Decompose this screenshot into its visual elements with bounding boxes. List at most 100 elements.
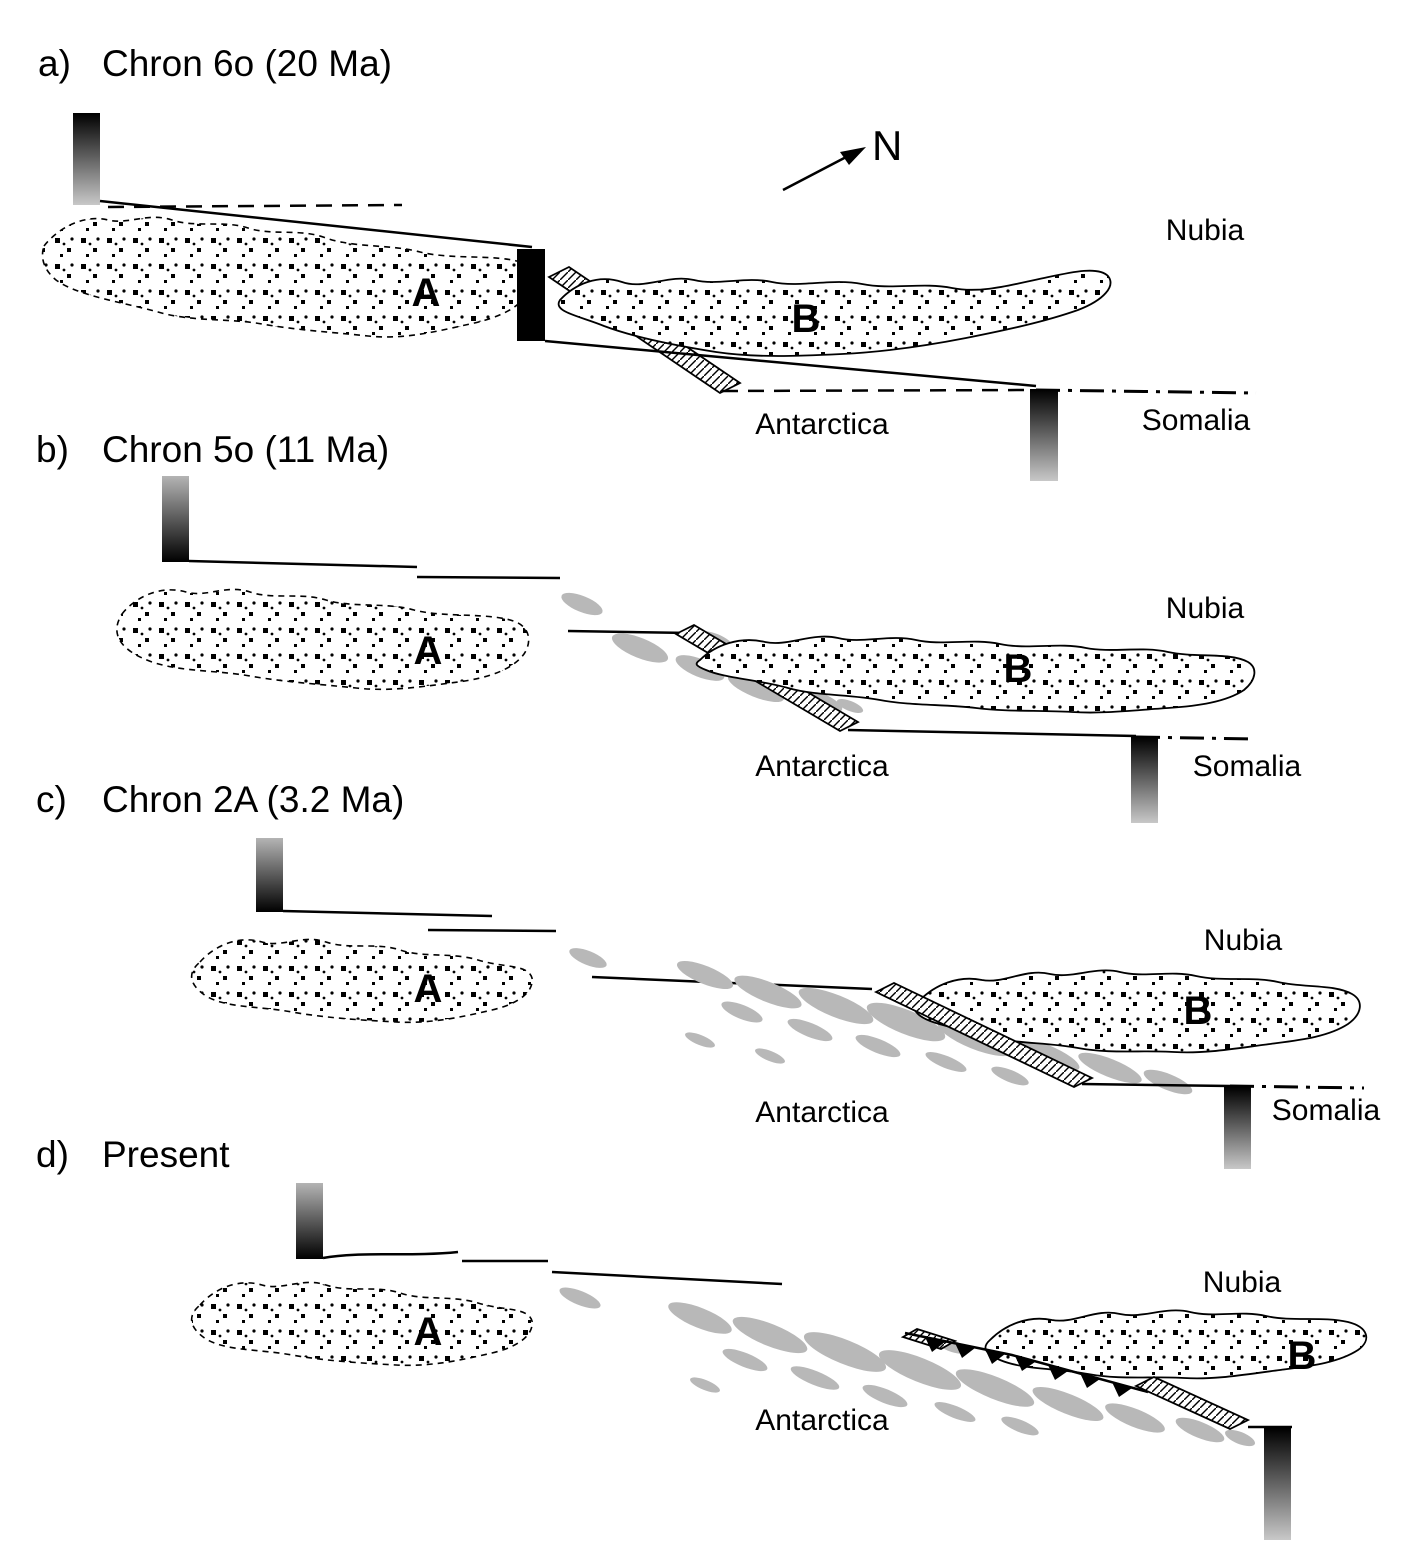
gray-blob — [803, 1332, 887, 1372]
plate-boundary-line — [427, 928, 557, 933]
north-arrow-shaft — [782, 153, 851, 192]
gray-blob — [569, 948, 607, 968]
plate-boundary-line — [322, 1250, 459, 1260]
panel-a: a) Chron 6o (20 Ma) N A B Nubia Antarcti… — [38, 43, 1257, 481]
gray-blob — [1224, 1429, 1256, 1447]
plate-boundary-line — [1081, 1082, 1231, 1088]
gray-blob — [862, 1384, 908, 1408]
gray-blob — [734, 975, 802, 1009]
gray-blob — [991, 1066, 1029, 1086]
plate-boundary-line — [551, 1270, 783, 1286]
gray-blob — [1105, 1403, 1165, 1433]
gray-blob — [721, 1001, 763, 1023]
plate-label-somalia: Somalia — [1193, 750, 1302, 783]
ridge-axis-bar — [1264, 1428, 1291, 1540]
gray-blob — [611, 633, 669, 663]
region-b-outline — [557, 269, 1112, 357]
gray-blob — [676, 961, 734, 989]
gray-blob — [836, 699, 864, 713]
gray-blob — [1078, 1052, 1142, 1084]
gray-blob — [790, 1366, 840, 1390]
thrust-tooth — [925, 1337, 945, 1352]
plate-label-somalia: Somalia — [1142, 404, 1251, 437]
gray-blob — [722, 1348, 768, 1372]
gray-blob — [559, 1287, 601, 1309]
plate-boundary-line — [99, 199, 533, 249]
gray-blob — [798, 987, 874, 1025]
ridge-axis-bar — [1224, 1087, 1251, 1169]
thrust-tooth — [1112, 1382, 1132, 1397]
gray-blob — [925, 1052, 967, 1072]
region-b-label: B — [1004, 647, 1033, 691]
region-a-label: A — [412, 271, 441, 315]
ridge-axis-bar — [296, 1183, 323, 1259]
gray-blob — [866, 1002, 946, 1042]
gray-blob — [685, 1032, 715, 1048]
gray-blob — [668, 1302, 732, 1334]
gray-blob — [561, 592, 603, 616]
ridge-axis-bar — [1131, 737, 1158, 823]
region-a-outline — [190, 938, 533, 1024]
transform-zone-band — [1133, 1376, 1251, 1430]
plate-boundary-line — [847, 728, 1137, 738]
gray-blob — [755, 1048, 785, 1064]
plate-boundary-line — [544, 339, 1037, 388]
plate-label-nubia: Nubia — [1203, 1266, 1282, 1299]
transform-zone-band — [873, 981, 1095, 1089]
extinct-boundary-dashed — [721, 388, 1031, 393]
plate-boundary-dashdot — [1229, 1084, 1365, 1090]
gray-blob — [878, 1350, 962, 1390]
thrust-tooth — [1080, 1373, 1100, 1388]
gray-blob — [1175, 1417, 1225, 1443]
plate-boundary-line — [567, 629, 691, 635]
panel-a-letter: a) — [38, 43, 71, 84]
thrust-tooth — [955, 1343, 975, 1358]
north-arrow-icon — [782, 147, 866, 192]
region-b-label: B — [1288, 1334, 1317, 1378]
plate-label-antarctica: Antarctica — [755, 750, 889, 783]
plate-label-nubia: Nubia — [1166, 592, 1245, 625]
region-a-outline — [41, 216, 533, 338]
panel-c: c) Chron 2A (3.2 Ma) A — [36, 779, 1381, 1169]
region-a-label: A — [414, 629, 443, 673]
plate-label-antarctica: Antarctica — [755, 1096, 889, 1129]
thrust-trace — [904, 1331, 1149, 1394]
region-a-outline — [190, 1281, 533, 1367]
plate-label-somalia: Somalia — [1272, 1094, 1381, 1127]
panel-d-title: Present — [102, 1134, 230, 1175]
extinct-boundary-dashed — [107, 203, 403, 209]
thrust-tooth — [1015, 1356, 1035, 1371]
thrust-tooth — [985, 1349, 1005, 1364]
ridge-axis-bar — [73, 113, 100, 205]
gray-blob — [855, 1034, 901, 1058]
gray-blob — [787, 1018, 833, 1042]
plate-boundary-line — [416, 575, 561, 580]
thrust-tooth — [1048, 1365, 1068, 1380]
gray-blob — [934, 1402, 976, 1422]
thrust-fault — [900, 1328, 1149, 1397]
region-b-outline — [984, 1309, 1368, 1380]
north-label: N — [872, 122, 902, 169]
gray-blob — [732, 1316, 808, 1354]
ridge-axis-bar — [1030, 389, 1058, 481]
ridge-segment-bar — [517, 249, 545, 341]
gray-blob — [1032, 1387, 1104, 1421]
gray-blob — [727, 674, 785, 702]
panel-b-title: Chron 5o (11 Ma) — [102, 429, 389, 470]
region-b-outline — [695, 635, 1256, 714]
panel-d: d) Present A B — [36, 1134, 1368, 1540]
gray-blob — [1001, 1416, 1039, 1436]
gray-blob — [1143, 1069, 1193, 1095]
gray-blob — [955, 1369, 1035, 1407]
plate-label-nubia: Nubia — [1204, 924, 1283, 957]
plate-boundary-line — [188, 559, 418, 569]
region-a-label: A — [414, 1310, 443, 1354]
plate-boundary-line — [282, 909, 493, 918]
plate-label-antarctica: Antarctica — [755, 1404, 889, 1437]
plate-label-nubia: Nubia — [1166, 214, 1245, 247]
panel-b: b) Chron 5o (11 Ma) A B Nubia Antarctica… — [36, 429, 1302, 823]
panel-a-title: Chron 6o (20 Ma) — [102, 43, 392, 84]
panel-b-letter: b) — [36, 429, 69, 470]
region-b-label: B — [792, 297, 821, 341]
